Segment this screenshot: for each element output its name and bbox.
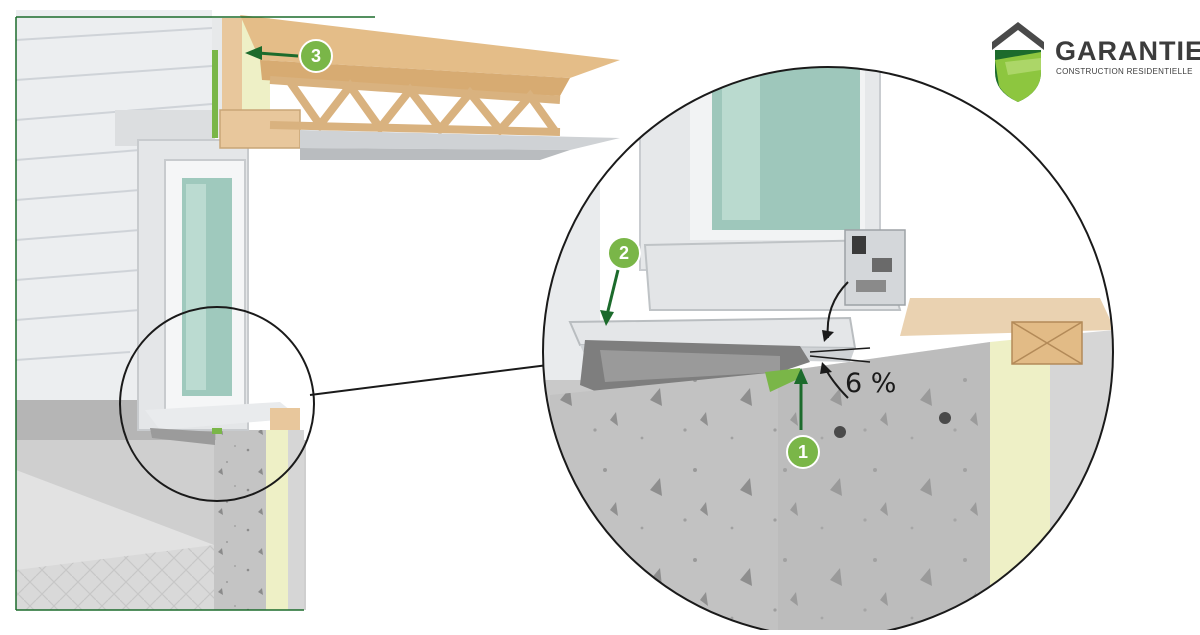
callout-2-number: 2 <box>619 243 629 263</box>
callout-1-number: 1 <box>798 442 808 462</box>
zoomed-insulation <box>990 336 1050 635</box>
callout-1: 1 <box>786 368 820 469</box>
detail-marker-circle <box>119 306 315 502</box>
zoomed-detail <box>543 67 1113 635</box>
brand-logo <box>992 22 1044 102</box>
brand-name: GARANTIE <box>1055 36 1200 66</box>
floor-truss <box>269 76 561 137</box>
detail-connector-line <box>309 364 549 396</box>
insulation-layer <box>266 430 288 610</box>
callout-2: 2 <box>600 236 641 326</box>
zoom-circle-border <box>542 66 1114 635</box>
callout-3: 3 <box>245 39 333 73</box>
membrane-strip <box>212 50 218 138</box>
callout-3-number: 3 <box>311 46 321 66</box>
brand-tagline: CONSTRUCTION RESIDENTIELLE <box>1056 67 1193 76</box>
slope-label: 6 % <box>845 368 896 399</box>
overview-illustration <box>15 10 620 611</box>
zoomed-membrane <box>765 368 800 392</box>
floor-deck <box>240 15 620 78</box>
house-roof-icon <box>992 22 1044 50</box>
foundation-wall <box>214 430 266 610</box>
